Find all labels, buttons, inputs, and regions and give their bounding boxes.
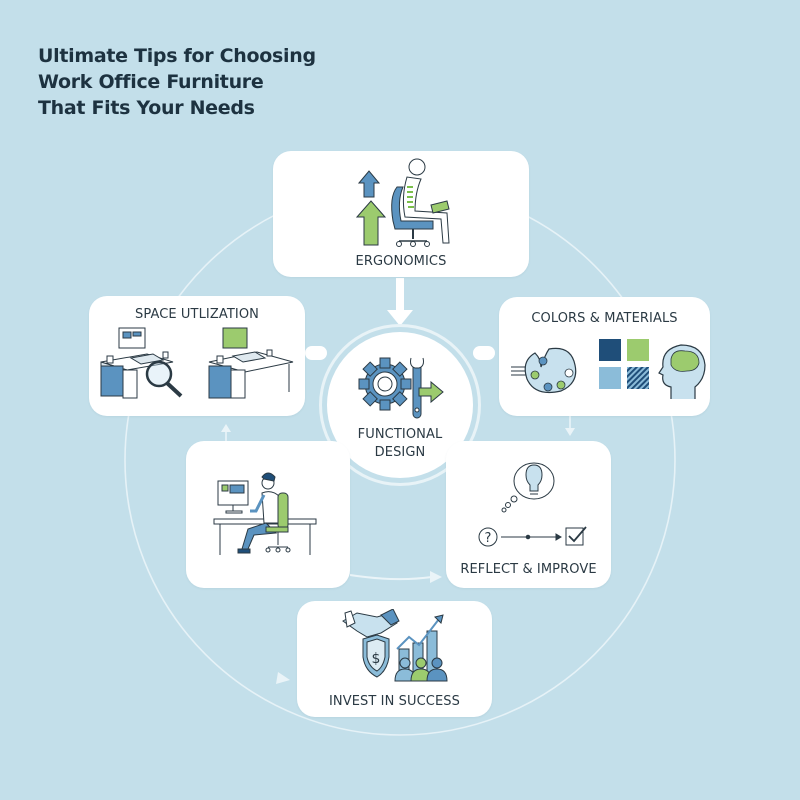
- person-at-desk-icon: [213, 472, 317, 555]
- title-line-1: Ultimate Tips for Choosing: [38, 45, 316, 67]
- card-space-utilization: SPACE UTLIZATION: [89, 296, 305, 416]
- card-label: COLORS & MATERIALS: [531, 311, 678, 326]
- card-label: INVEST IN SUCCESS: [328, 694, 461, 709]
- palette-swatches-brain-icon: [511, 339, 706, 399]
- card-label: REFLECT & IMPROVE: [460, 562, 597, 577]
- page-title: Ultimate Tips for Choosing Work Office F…: [38, 43, 316, 121]
- card-invest-success: $ INVEST IN SUCCESS: [297, 601, 492, 717]
- card-label: ERGONOMICS: [355, 254, 447, 269]
- lightbulb-question-check-icon: ?: [478, 462, 587, 547]
- title-line-3: That Fits Your Needs: [38, 97, 255, 119]
- ergonomic-chair-posture-icon: [355, 158, 450, 247]
- center-label-line-1: FUNCTIONAL: [357, 427, 443, 442]
- desks-magnifier-icon: [100, 327, 294, 399]
- title-line-2: Work Office Furniture: [38, 71, 264, 93]
- card-ergonomics: ERGONOMICS: [273, 151, 529, 277]
- handshake-shield-growth-icon: $: [342, 609, 448, 682]
- gear-wrench-arrow-icon: [358, 357, 444, 419]
- center-label-line-2: DESIGN: [374, 445, 426, 460]
- card-colors-materials: COLORS & MATERIALS: [499, 297, 710, 416]
- card-reflect-improve: ? REFLECT & IMPROVE: [446, 441, 611, 588]
- svg-text:?: ?: [485, 531, 492, 546]
- center-label: FUNCTIONAL DESIGN: [327, 426, 473, 462]
- card-workstation: [186, 441, 350, 588]
- card-label: SPACE UTLIZATION: [134, 307, 259, 322]
- svg-text:$: $: [372, 651, 381, 667]
